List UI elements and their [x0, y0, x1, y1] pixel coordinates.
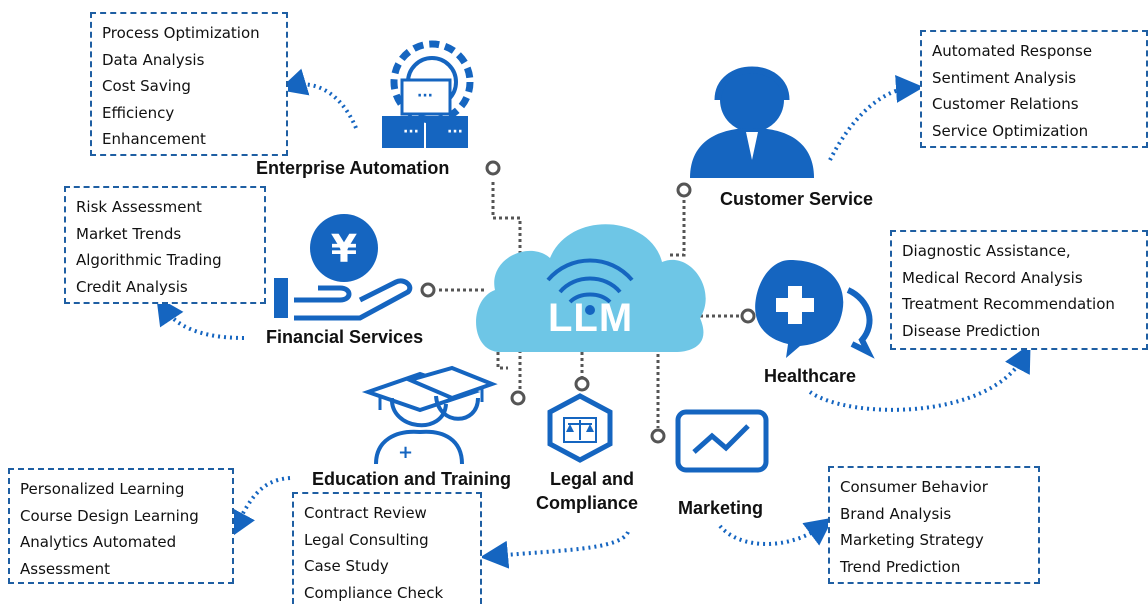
- list-item: Cost Saving: [102, 73, 278, 100]
- list-item: Medical Record Analysis: [902, 265, 1138, 292]
- svg-text:+: +: [398, 442, 413, 463]
- list-item: Efficiency: [102, 100, 278, 127]
- list-item: Case Study: [304, 553, 472, 580]
- customer-service-box: Automated Response Sentiment Analysis Cu…: [920, 30, 1148, 148]
- gear-boxes-icon: ··· ··· ···: [382, 44, 470, 148]
- list-item: Assessment: [20, 556, 224, 583]
- scales-hexagon-icon: [550, 396, 610, 460]
- education-training-box: Personalized Learning Course Design Lear…: [8, 468, 234, 584]
- list-item: Treatment Recommendation: [902, 291, 1138, 318]
- enterprise-automation-box: Process Optimization Data Analysis Cost …: [90, 12, 288, 156]
- legal-compliance-title-line2: Compliance: [536, 493, 638, 514]
- svg-text:···: ···: [447, 124, 463, 140]
- enterprise-automation-title: Enterprise Automation: [256, 158, 449, 179]
- list-item: Credit Analysis: [76, 274, 256, 301]
- list-item: Disease Prediction: [902, 318, 1138, 345]
- list-item: Enhancement: [102, 126, 278, 153]
- list-item: Legal Consulting: [304, 527, 472, 554]
- graduates-icon: +: [368, 368, 492, 464]
- list-item: Contract Review: [304, 500, 472, 527]
- list-item: Customer Relations: [932, 91, 1138, 118]
- healthcare-title: Healthcare: [764, 366, 856, 387]
- list-item: Sentiment Analysis: [932, 65, 1138, 92]
- list-item: Algorithmic Trading: [76, 247, 256, 274]
- legal-compliance-title-line1: Legal and: [550, 469, 634, 490]
- financial-services-box: Risk Assessment Market Trends Algorithmi…: [64, 186, 266, 304]
- svg-text:···: ···: [403, 124, 419, 140]
- yen-coin-hand-icon: ¥: [274, 214, 410, 318]
- list-item: Service Optimization: [932, 118, 1138, 145]
- list-item: Brand Analysis: [840, 501, 1030, 528]
- legal-compliance-box: Contract Review Legal Consulting Case St…: [292, 492, 482, 604]
- financial-services-title: Financial Services: [266, 327, 423, 348]
- list-item: Marketing Strategy: [840, 527, 1030, 554]
- llm-label: LLM: [548, 296, 633, 341]
- medical-chat-icon: [755, 260, 869, 358]
- marketing-box: Consumer Behavior Brand Analysis Marketi…: [828, 466, 1040, 584]
- education-training-title: Education and Training: [312, 469, 511, 490]
- list-item: Market Trends: [76, 221, 256, 248]
- list-item: Consumer Behavior: [840, 474, 1030, 501]
- customer-service-title: Customer Service: [720, 189, 873, 210]
- list-item: Risk Assessment: [76, 194, 256, 221]
- list-item: Diagnostic Assistance,: [902, 238, 1138, 265]
- list-item: Analytics Automated: [20, 529, 224, 556]
- trend-monitor-icon: [678, 412, 766, 470]
- healthcare-box: Diagnostic Assistance, Medical Record An…: [890, 230, 1148, 350]
- list-item: Personalized Learning: [20, 476, 224, 503]
- marketing-title: Marketing: [678, 498, 763, 519]
- svg-text:¥: ¥: [331, 227, 357, 271]
- headset-agent-icon: [690, 68, 814, 178]
- svg-text:···: ···: [417, 88, 433, 104]
- list-item: Compliance Check: [304, 580, 472, 606]
- list-item: Trend Prediction: [840, 554, 1030, 581]
- list-item: Data Analysis: [102, 47, 278, 74]
- list-item: Course Design Learning: [20, 503, 224, 530]
- list-item: Process Optimization: [102, 20, 278, 47]
- list-item: Automated Response: [932, 38, 1138, 65]
